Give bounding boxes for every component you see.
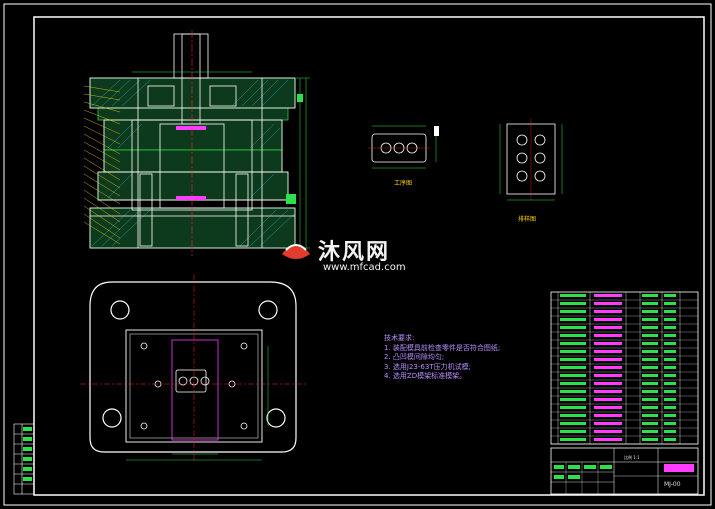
parts-list-cell-text	[642, 438, 658, 441]
parts-list-cell-text	[560, 382, 586, 385]
parts-list-cell-text	[664, 366, 676, 369]
parts-list-cell-text	[664, 350, 676, 353]
drawing-number: MJ-00	[664, 481, 681, 488]
parts-list-cell-text	[664, 398, 676, 401]
parts-list-cell-text	[594, 438, 622, 441]
parts-list-cell-text	[664, 358, 676, 361]
workpiece-view	[368, 125, 439, 169]
parts-list-cell-text	[664, 342, 676, 345]
parts-list-cell-text	[642, 406, 658, 409]
parts-list-cell-text	[664, 310, 676, 313]
parts-list-cell-text	[560, 318, 586, 321]
parts-list-cell-text	[594, 374, 622, 377]
strip-view-title: 排样图	[518, 216, 537, 223]
parts-list-cell-text	[560, 438, 586, 441]
parts-list-cell-text	[594, 326, 622, 329]
workpiece-view-title: 工序图	[394, 180, 413, 187]
parts-list-cell-text	[664, 334, 676, 337]
notes-heading: 技术要求:	[384, 334, 415, 342]
parts-list-cell-text	[642, 422, 658, 425]
parts-list-cell-text	[664, 414, 676, 417]
parts-list-cell-text	[642, 334, 658, 337]
parts-list-cell-text	[594, 422, 622, 425]
parts-list-cell-text	[642, 358, 658, 361]
parts-list-cell-text	[560, 334, 586, 337]
outer-frame	[3, 3, 712, 506]
parts-list-cell-text	[594, 398, 622, 401]
parts-list-cell-text	[642, 318, 658, 321]
parts-list-cell-text	[664, 422, 676, 425]
parts-list-cell-text	[642, 390, 658, 393]
parts-list-cell-text	[594, 390, 622, 393]
parts-list-cell-text	[642, 374, 658, 377]
parts-list-cell-text	[594, 318, 622, 321]
parts-list-cell-text	[560, 414, 586, 417]
parts-list	[550, 291, 699, 445]
parts-list-cell-text	[560, 310, 586, 313]
parts-list-cell-text	[664, 294, 676, 297]
parts-list-cell-text	[664, 382, 676, 385]
notes-item: 3. 选用J23-63T压力机试模;	[384, 362, 471, 371]
parts-list-cell-text	[560, 430, 586, 433]
parts-list-cell-text	[664, 318, 676, 321]
parts-list-cell-text	[560, 350, 586, 353]
notes-item: 2. 凸凹模间隙均匀;	[384, 353, 445, 361]
parts-list-cell-text	[594, 358, 622, 361]
parts-list-cell-text	[594, 382, 622, 385]
parts-list-cell-text	[594, 294, 622, 297]
parts-list-cell-text	[594, 350, 622, 353]
notes-item: 4. 选用ZD模架标准模架。	[384, 372, 467, 380]
notes-item: 1. 装配模具前检查零件是否符合图纸;	[384, 343, 501, 352]
parts-list-cell-text	[594, 334, 622, 337]
plan-view	[80, 274, 306, 462]
parts-list-cell-text	[664, 326, 676, 329]
parts-list-cell-text	[560, 406, 586, 409]
parts-list-cell-text	[560, 374, 586, 377]
title-block	[550, 447, 699, 495]
parts-list-cell-text	[642, 430, 658, 433]
parts-list-cell-text	[642, 398, 658, 401]
parts-list-cell-text	[642, 310, 658, 313]
parts-list-cell-text	[594, 430, 622, 433]
parts-list-cell-text	[664, 438, 676, 441]
parts-list-cell-text	[594, 310, 622, 313]
section-view	[83, 30, 310, 256]
parts-list-cell-text	[664, 430, 676, 433]
watermark-url: www.mfcad.com	[323, 262, 406, 273]
watermark-brand: 沐风网	[318, 240, 391, 265]
parts-list-cell-text	[642, 382, 658, 385]
parts-list-cell-text	[560, 358, 586, 361]
parts-list-cell-text	[594, 414, 622, 417]
parts-list-cell-text	[664, 406, 676, 409]
parts-list-cell-text	[594, 366, 622, 369]
parts-list-cell-text	[594, 342, 622, 345]
parts-list-cell-text	[594, 302, 622, 305]
parts-list-cell-text	[560, 294, 586, 297]
title-block-scale: 比例 1:1	[624, 455, 640, 460]
parts-list-cell-text	[642, 302, 658, 305]
parts-list-cell-text	[560, 326, 586, 329]
parts-list-cell-text	[642, 326, 658, 329]
parts-list-cell-text	[642, 414, 658, 417]
parts-list-cell-text	[560, 422, 586, 425]
revision-strip	[13, 423, 35, 495]
parts-list-cell-text	[560, 398, 586, 401]
parts-list-cell-text	[560, 366, 586, 369]
inner-frame	[33, 16, 705, 496]
parts-list-cell-text	[560, 302, 586, 305]
watermark-logo-icon	[282, 244, 310, 259]
parts-list-cell-text	[642, 366, 658, 369]
parts-list-cell-text	[664, 390, 676, 393]
parts-list-cell-text	[664, 374, 676, 377]
parts-list-cell-text	[560, 390, 586, 393]
strip-layout-view	[499, 118, 563, 201]
parts-list-cell-text	[642, 342, 658, 345]
parts-list-cell-text	[664, 302, 676, 305]
parts-list-cell-text	[594, 406, 622, 409]
parts-list-cell-text	[642, 294, 658, 297]
parts-list-cell-text	[642, 350, 658, 353]
technical-notes: 技术要求: 1. 装配模具前检查零件是否符合图纸; 2. 凸凹模间隙均匀; 3.…	[384, 334, 500, 382]
parts-list-cell-text	[560, 342, 586, 345]
